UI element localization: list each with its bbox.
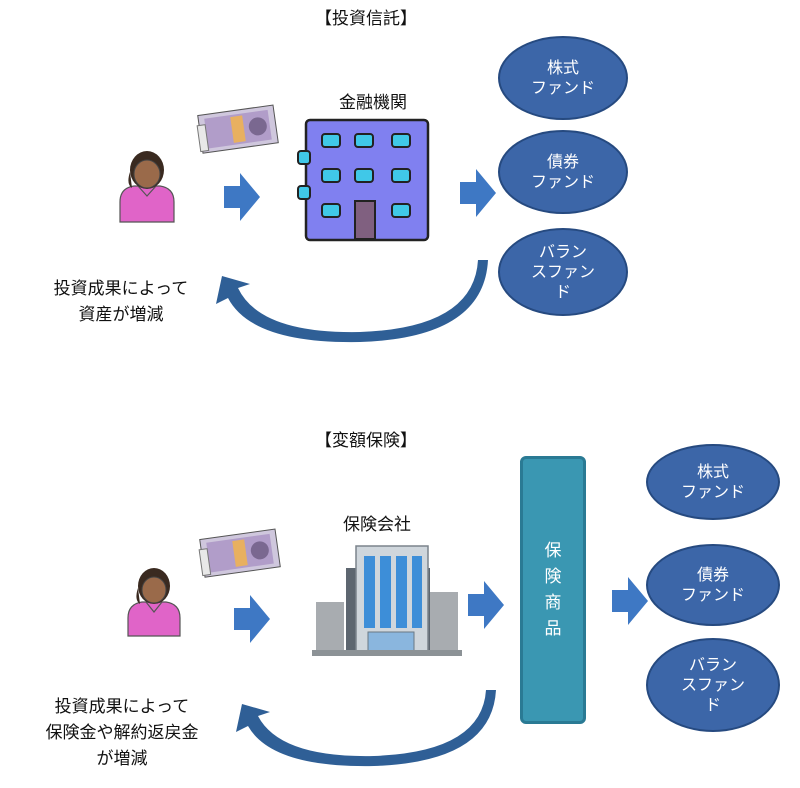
arrow-right-icon xyxy=(468,581,504,629)
investor-person-icon xyxy=(119,151,175,223)
fund-oval-bond: 債券 ファンド xyxy=(646,544,780,626)
arrow-right-icon xyxy=(224,173,260,221)
return-curved-arrow-icon xyxy=(236,690,496,767)
policyholder-person-icon xyxy=(127,568,181,637)
fund-oval-bond: 債券 ファンド xyxy=(498,130,628,214)
section-title-investment-trust: 【投資信託】 xyxy=(315,9,417,29)
banknote-icon xyxy=(198,528,281,578)
financial-institution-building-icon xyxy=(297,118,430,242)
insurance-company-label: 保険会社 xyxy=(343,515,411,535)
financial-institution-label: 金融機関 xyxy=(339,93,407,113)
arrow-right-icon xyxy=(612,577,648,625)
fund-oval-stock: 株式 ファンド xyxy=(498,36,628,120)
fund-oval-stock: 株式 ファンド xyxy=(646,444,780,520)
return-curved-arrow-icon xyxy=(216,260,488,343)
insurance-product-box: 保 険 商 品 xyxy=(520,456,586,724)
arrow-right-icon xyxy=(234,595,270,643)
banknote-icon xyxy=(196,104,279,154)
section-title-variable-insurance: 【変額保険】 xyxy=(315,431,417,451)
insurance-result-text: 投資成果によって 保険金や解約返戻金 が増減 xyxy=(45,697,199,769)
fund-oval-balance: バラン スファン ド xyxy=(646,638,780,732)
insurance-company-building-icon xyxy=(312,545,462,656)
fund-oval-balance: バラン スファン ド xyxy=(498,228,628,316)
arrow-right-icon xyxy=(460,169,496,217)
investment-result-text: 投資成果によって 資産が増減 xyxy=(53,279,189,325)
